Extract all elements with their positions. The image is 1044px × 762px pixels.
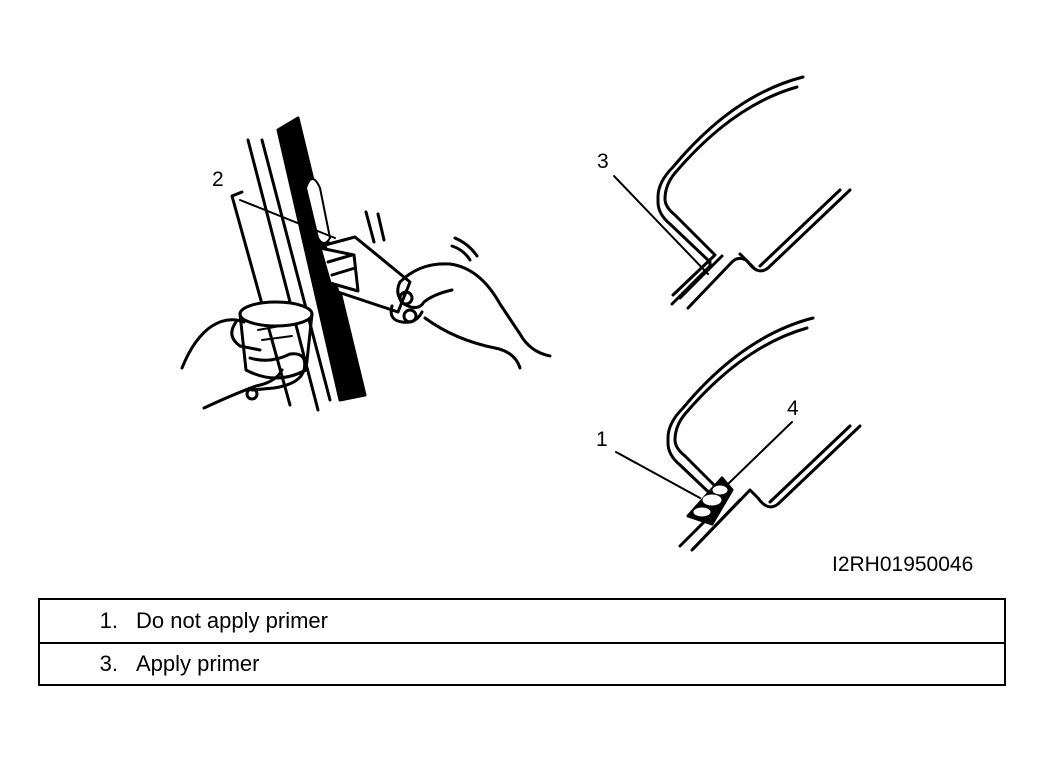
callout-3: 3 xyxy=(597,150,609,173)
hand-applying-primer-drawing xyxy=(180,116,552,412)
legend-row: 3. Apply primer xyxy=(40,642,1004,684)
legend-number: 3. xyxy=(99,651,118,676)
legend-number: 1. xyxy=(99,608,118,633)
legend-text: Do not apply primer xyxy=(136,608,328,633)
callout-2: 2 xyxy=(212,168,224,191)
callout-1: 1 xyxy=(596,428,608,451)
section-no-primer-drawing xyxy=(615,316,862,552)
legend-row: 1. Do not apply primer xyxy=(40,600,1004,642)
figure-id: I2RH01950046 xyxy=(832,553,974,576)
legend-table: 1. Do not apply primer 3. Apply primer xyxy=(38,598,1006,686)
section-apply-primer-drawing xyxy=(613,75,852,310)
callout-4: 4 xyxy=(787,397,799,420)
primer-application-illustration xyxy=(180,75,862,552)
legend-text: Apply primer xyxy=(136,651,260,676)
